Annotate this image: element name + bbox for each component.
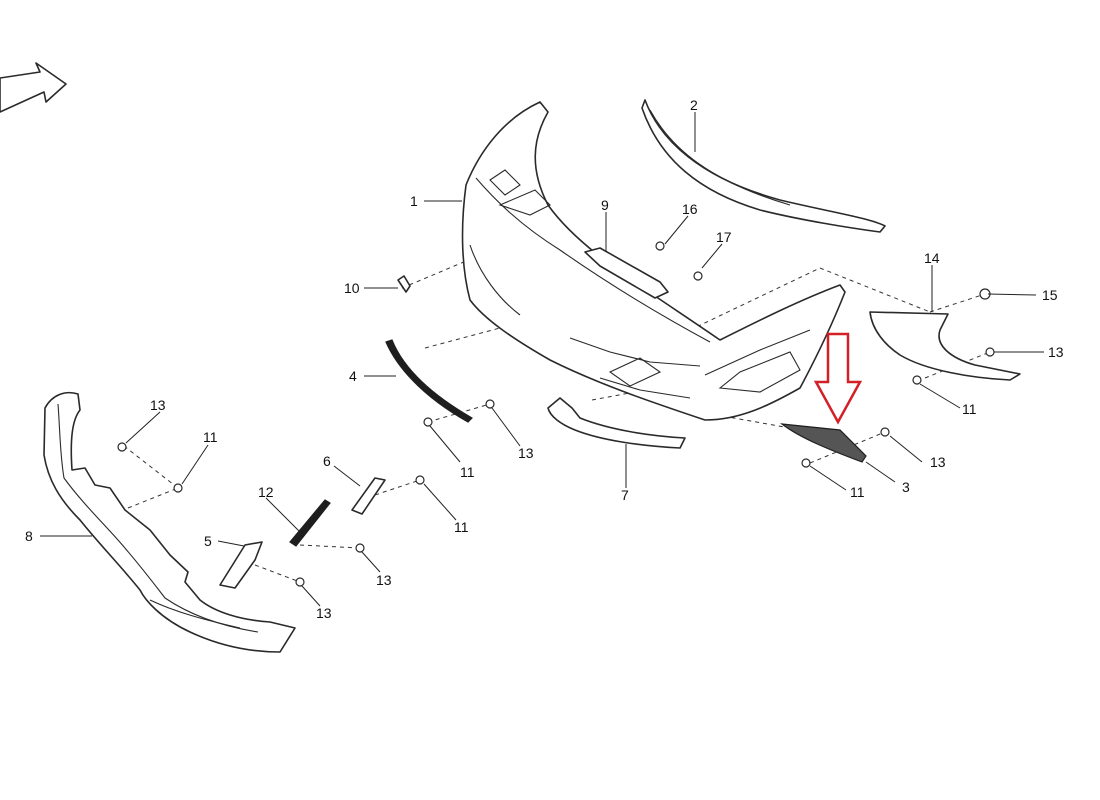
callout-13-left-lower: 13 — [316, 605, 332, 621]
callout-labels: 1 2 9 16 17 10 14 15 13 11 4 13 11 7 13 … — [25, 97, 1064, 621]
part-6-bracket — [351, 477, 386, 515]
callout-9: 9 — [601, 197, 609, 213]
callout-11-center: 11 — [460, 464, 475, 480]
callout-6: 6 — [323, 453, 331, 469]
callout-2: 2 — [690, 97, 698, 113]
part-2-upper-trim — [641, 99, 886, 233]
callout-13-right-upper: 13 — [1048, 344, 1064, 360]
callout-3: 3 — [902, 479, 910, 495]
callout-12: 12 — [258, 484, 274, 500]
callout-8: 8 — [25, 528, 33, 544]
part-3-mesh-grille — [779, 423, 867, 463]
part-12-trim-blade — [289, 499, 331, 547]
callout-13-left: 13 — [150, 397, 166, 413]
callout-4: 4 — [349, 368, 357, 384]
callout-17: 17 — [716, 229, 732, 245]
part-1-front-bumper — [461, 101, 846, 421]
part-4-grille-strip — [385, 339, 473, 423]
callout-15: 15 — [1042, 287, 1058, 303]
callout-10: 10 — [344, 280, 360, 296]
callout-1: 1 — [410, 193, 418, 209]
part-14-right-trim — [869, 311, 1021, 381]
callout-11-right-upper: 11 — [962, 401, 977, 417]
callout-7: 7 — [621, 487, 629, 503]
callout-11-right-lower: 11 — [850, 484, 865, 500]
callout-13-left-center: 13 — [376, 572, 392, 588]
callout-14: 14 — [924, 250, 940, 266]
part-10-clip — [397, 275, 411, 293]
callout-13-right-lower: 13 — [930, 454, 946, 470]
part-5-vent-insert — [219, 541, 263, 589]
callout-11-left-lower: 11 — [454, 519, 469, 535]
part-7-lower-spoiler — [547, 397, 686, 449]
callout-11-left: 11 — [203, 429, 218, 445]
part-9-bracket — [584, 247, 669, 299]
callout-16: 16 — [682, 201, 698, 217]
callout-5: 5 — [204, 533, 212, 549]
direction-arrow-icon — [0, 62, 67, 113]
callout-13-center: 13 — [518, 445, 534, 461]
part-8-front-splitter — [43, 391, 296, 653]
highlight-arrow-icon — [813, 332, 863, 425]
leader-lines — [40, 112, 1044, 607]
